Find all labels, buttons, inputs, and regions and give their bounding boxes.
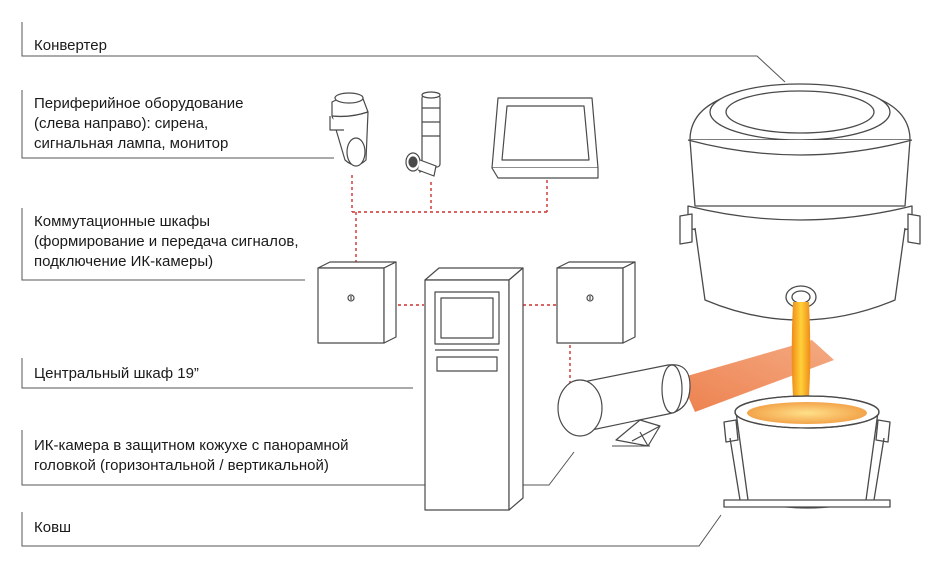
central-cabinet: [424, 267, 524, 511]
ir-camera-icon: [557, 364, 691, 447]
label-switch-cabinets-line3: подключение ИК-камеры): [34, 253, 214, 270]
leader-ir-camera: [21, 430, 575, 486]
label-switch-cabinets-line1: Коммутационные шкафы: [34, 213, 210, 230]
label-peripheral-line3: сигнальная лампа, монитор: [34, 135, 229, 152]
left-switch-cabinet: [317, 261, 397, 344]
monitor-icon: [491, 97, 599, 179]
label-central-cabinet: Центральный шкаф 19”: [34, 365, 199, 382]
label-peripheral-line2: (слева направо): сирена,: [34, 115, 209, 132]
label-peripheral: Периферийное оборудование (слева направо…: [34, 94, 243, 154]
leader-central-cabinet: [21, 358, 413, 389]
signal-lamp-icon: [405, 91, 441, 177]
leader-switch-cabinets: [21, 208, 305, 281]
molten-stream: [791, 302, 811, 412]
label-ladle: Ковш: [34, 519, 72, 536]
leader-lines: [21, 22, 786, 547]
label-switch-cabinets-line2: (формирование и передача сигналов,: [34, 233, 299, 250]
converter-icon: [679, 83, 921, 321]
label-ir-camera-line2: головкой (горизонтальной / вертикальной): [34, 457, 329, 474]
label-ir-camera-line1: ИК-камера в защитном кожухе с панорамной: [34, 437, 349, 454]
label-switch-cabinets: Коммутационные шкафы (формирование и пер…: [34, 212, 299, 272]
label-converter: Конвертер: [34, 37, 107, 54]
ladle-icon: [723, 395, 891, 509]
leader-converter: [21, 22, 786, 83]
label-ir-camera: ИК-камера в защитном кожухе с панорамной…: [34, 436, 349, 476]
siren-icon: [329, 92, 369, 167]
label-peripheral-line1: Периферийное оборудование: [34, 95, 244, 112]
right-switch-cabinet: [556, 261, 636, 344]
signal-links: [351, 175, 571, 392]
leader-peripheral: [21, 90, 334, 159]
leader-ladle: [21, 512, 722, 547]
